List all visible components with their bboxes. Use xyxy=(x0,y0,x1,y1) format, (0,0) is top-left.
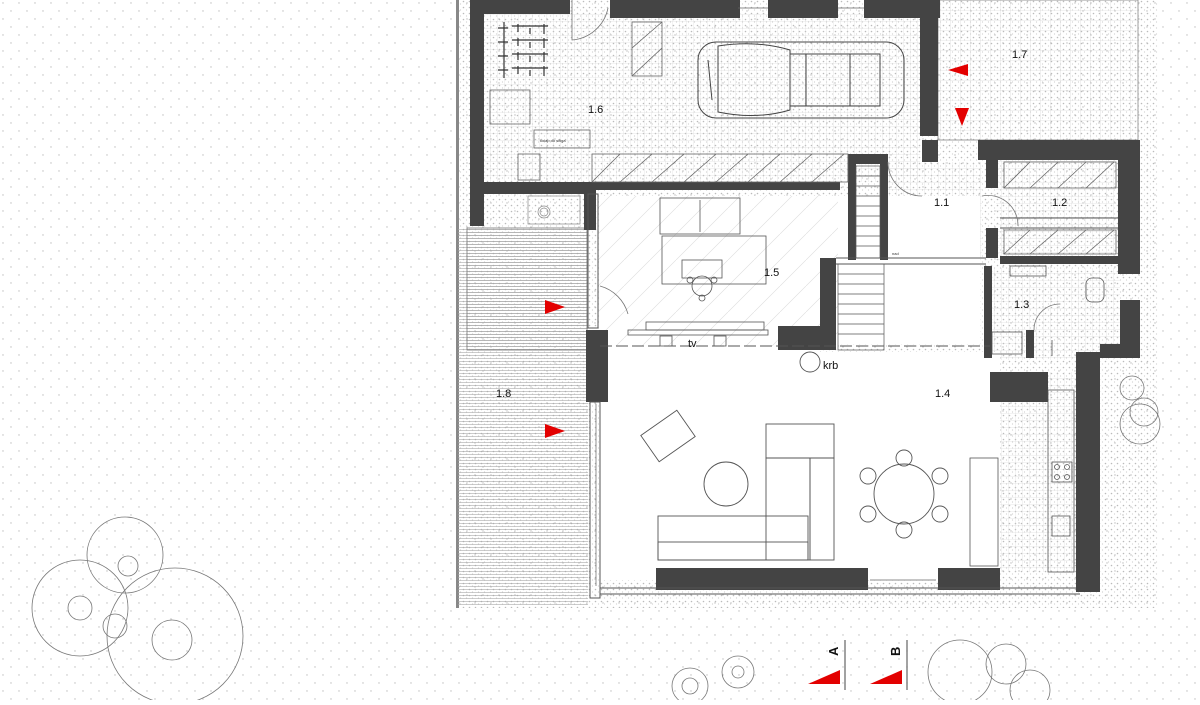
kitchen-counter xyxy=(969,389,1075,573)
living-1-4 xyxy=(600,352,1000,580)
room-label-1-5: 1.5 xyxy=(764,267,779,279)
room-label-1-8: 1.8 xyxy=(496,388,511,400)
section-label-b: B xyxy=(888,647,903,656)
bicycle-rack xyxy=(498,22,548,78)
view-arrows xyxy=(545,64,969,438)
fireplace xyxy=(799,351,821,373)
room-label-1-3: 1.3 xyxy=(1014,299,1029,311)
garage-shelving xyxy=(489,21,849,183)
living-furniture xyxy=(640,409,835,561)
section-mark-b xyxy=(870,640,908,690)
fireplace-label: krb xyxy=(823,360,838,372)
section-label-a: A xyxy=(826,646,841,656)
bathroom-1-3 xyxy=(990,268,1120,360)
tv-label: tv xyxy=(688,338,697,350)
garage-note: kolap do sitiga xyxy=(540,138,566,143)
kitchen-floor xyxy=(1000,372,1078,572)
bathroom-fixtures xyxy=(991,265,1105,356)
staircase xyxy=(837,165,885,351)
section-mark-a xyxy=(808,640,846,690)
room-label-1-7: 1.7 xyxy=(1012,49,1027,61)
room-label-1-2: 1.2 xyxy=(1052,197,1067,209)
storage-shelves xyxy=(1003,161,1117,255)
dining-table xyxy=(859,449,949,539)
stair-note: nad xyxy=(892,251,899,256)
office-furniture xyxy=(627,197,769,347)
walls xyxy=(470,0,1140,592)
room-label-1-1: 1.1 xyxy=(934,197,949,209)
car xyxy=(697,41,905,119)
room-label-1-6: 1.6 xyxy=(588,104,603,116)
room-label-1-4: 1.4 xyxy=(935,388,950,400)
